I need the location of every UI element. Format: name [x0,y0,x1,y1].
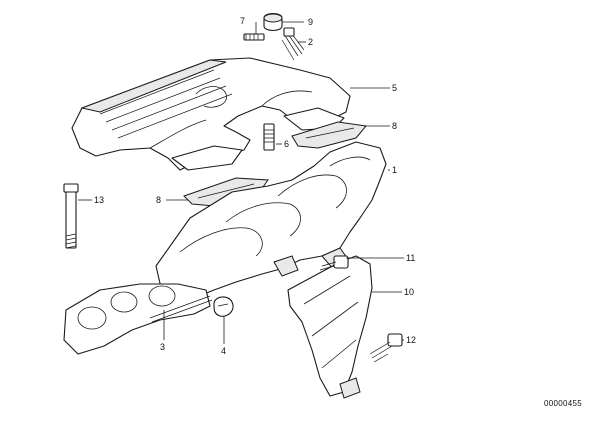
leader-lines [78,21,404,344]
part-2-spring [281,27,305,61]
callout-11: 11 [406,253,415,263]
callout-9: 9 [308,17,313,27]
part-9-cap [263,12,283,32]
part-11-bolt [319,255,349,271]
part-13-stud [63,183,79,249]
part-4-clip [213,296,234,317]
part-3-flange-gasket [63,283,213,355]
callout-1: 1 [392,165,397,175]
callout-8-upper: 8 [392,121,397,131]
part-7-stud [243,33,265,41]
part-12-bolt [369,333,403,363]
callout-13: 13 [94,195,104,205]
part-5-upper-manifold [71,57,351,171]
part-8-gasket-upper [291,121,367,149]
callout-labels: 7 9 2 5 8 6 1 8 13 11 10 12 3 4 [94,16,416,356]
callout-7: 7 [240,16,245,26]
callout-8-lower: 8 [156,195,161,205]
callout-2: 2 [308,37,313,47]
part-10-support-bracket [287,255,373,399]
callout-4: 4 [221,346,226,356]
callout-5: 5 [392,83,397,93]
callout-12: 12 [406,335,416,345]
callout-3: 3 [160,342,165,352]
part-6-stud [263,123,275,151]
document-id: 00000455 [544,399,582,408]
callout-6: 6 [284,139,289,149]
callout-10: 10 [404,287,414,297]
